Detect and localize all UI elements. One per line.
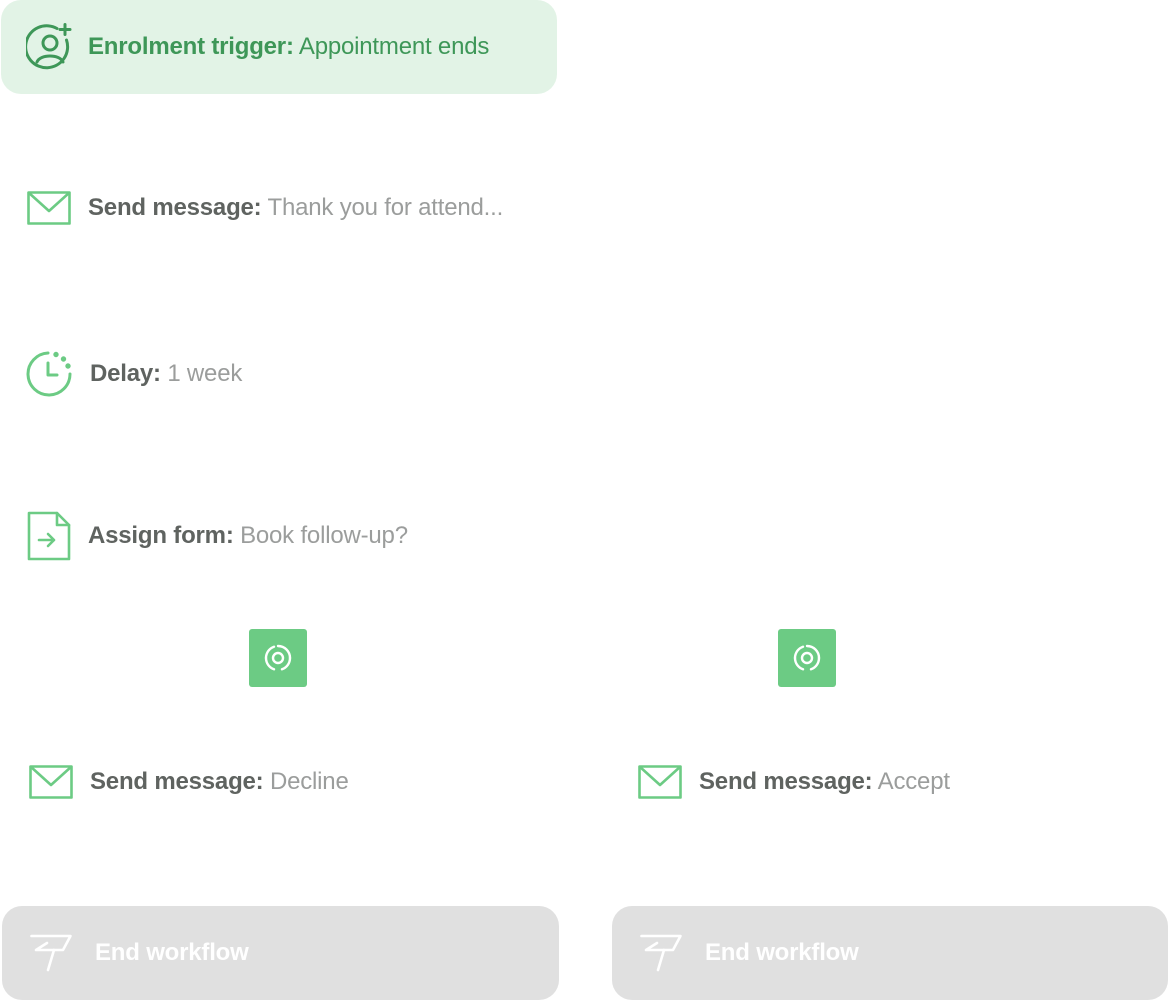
envelope-icon — [638, 765, 682, 799]
step-send-message[interactable]: Send message: Thank you for attend... — [27, 186, 503, 230]
step-value: Accept — [877, 768, 950, 795]
end-workflow-card-left[interactable]: End workflow — [2, 906, 559, 1000]
envelope-icon — [29, 765, 73, 799]
step-assign-form[interactable]: Assign form: Book follow-up? — [27, 510, 408, 562]
end-workflow-card-right[interactable]: End workflow — [612, 906, 1168, 1000]
branch-decline-button[interactable] — [249, 629, 307, 687]
step-key: Send message: — [699, 768, 873, 795]
step-value: Book follow-up? — [240, 522, 408, 549]
step-label: Send message: Accept — [699, 768, 950, 796]
form-arrow-icon — [27, 511, 71, 561]
step-key: Assign form: — [88, 522, 234, 549]
step-key: Send message: — [90, 768, 264, 795]
step-label: Delay: 1 week — [90, 360, 242, 388]
step-key: Delay: — [90, 360, 161, 387]
step-label: Send message: Decline — [90, 768, 349, 796]
branch-target-icon — [263, 643, 293, 673]
branch-accept-button[interactable] — [778, 629, 836, 687]
step-key: Send message: — [88, 194, 262, 221]
step-delay[interactable]: Delay: 1 week — [25, 350, 242, 398]
branch-target-icon — [792, 643, 822, 673]
end-workflow-label: End workflow — [705, 939, 859, 966]
trigger-label: Enrolment trigger: Appointment ends — [88, 33, 489, 61]
user-plus-icon — [26, 23, 74, 71]
step-label: Assign form: Book follow-up? — [88, 522, 408, 550]
step-value: 1 week — [167, 360, 243, 387]
trigger-key: Enrolment trigger: — [88, 33, 294, 60]
step-value: Thank you for attend... — [267, 194, 504, 221]
flag-icon — [30, 934, 72, 972]
step-send-message-decline[interactable]: Send message: Decline — [29, 760, 349, 804]
envelope-icon — [27, 191, 71, 225]
step-send-message-accept[interactable]: Send message: Accept — [638, 760, 950, 804]
step-value: Decline — [269, 768, 349, 795]
clock-icon — [25, 350, 73, 398]
step-label: Send message: Thank you for attend... — [88, 194, 503, 222]
end-workflow-label: End workflow — [95, 939, 249, 966]
enrolment-trigger-card[interactable]: Enrolment trigger: Appointment ends — [1, 0, 557, 94]
trigger-value: Appointment ends — [298, 33, 490, 60]
flag-icon — [640, 934, 682, 972]
